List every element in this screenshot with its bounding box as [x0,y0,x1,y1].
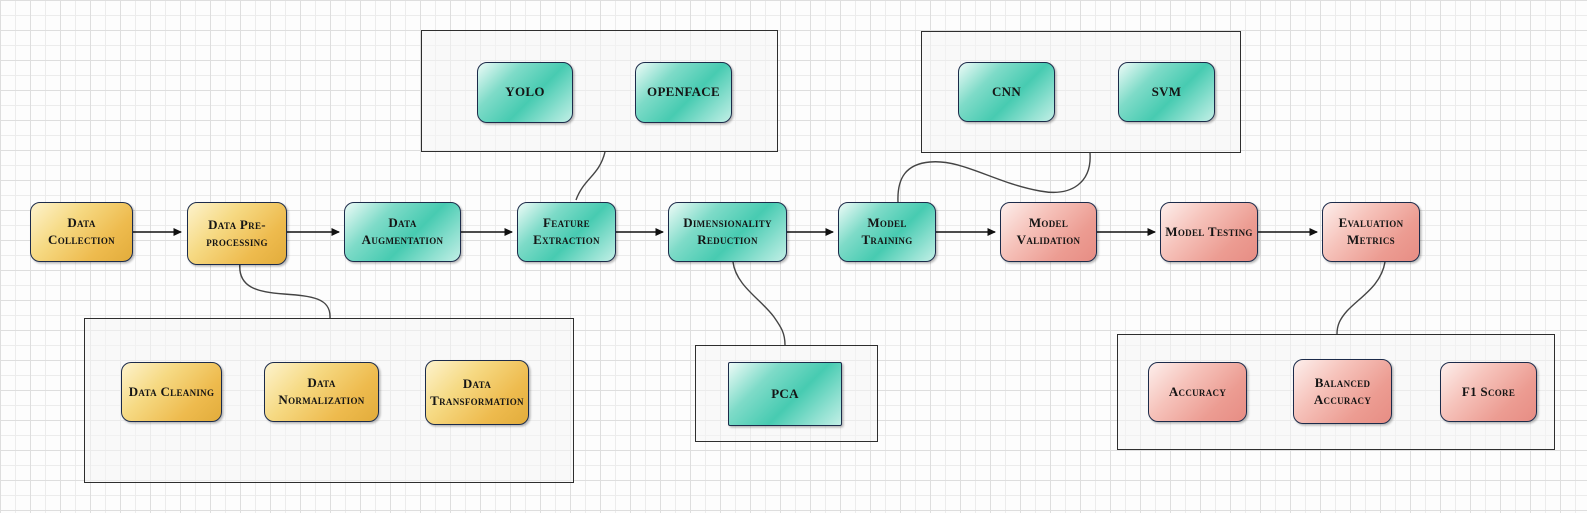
node-model-training[interactable]: Model Training [838,202,936,262]
node-evaluation-metrics[interactable]: Evaluation Metrics [1322,202,1420,262]
node-label: Data Augmentation [361,215,444,247]
node-label: SVM [1151,83,1182,99]
node-yolo[interactable]: YOLO [477,62,573,123]
node-label: Balanced Accuracy [1313,374,1372,407]
node-label: Evaluation Metrics [1338,215,1404,247]
node-data-collection[interactable]: Data Collection [30,202,133,262]
node-balanced-accuracy[interactable]: Balanced Accuracy [1293,359,1392,424]
node-label: Dimensionality Reduction [683,215,772,247]
node-data-normalization[interactable]: Data Normalization [264,362,379,422]
node-data-preprocessing[interactable]: Data Pre-processing [187,202,287,265]
node-svm[interactable]: SVM [1118,62,1215,122]
node-pca[interactable]: PCA [728,362,842,426]
node-label: Data Normalization [278,375,365,407]
node-label: Data Cleaning [128,383,215,399]
node-model-validation[interactable]: Model Validation [1000,202,1097,262]
node-label: CNN [991,83,1022,99]
node-data-transformation[interactable]: Data Transformation [425,360,529,425]
node-label: F1 Score [1461,383,1516,399]
node-label: Data Transformation [430,375,524,408]
node-label: OPENFACE [647,84,720,100]
node-feature-extraction[interactable]: Feature Extraction [517,202,616,262]
node-label: YOLO [505,84,545,100]
node-label: Data Collection [48,215,115,247]
node-model-testing[interactable]: Model Testing [1160,202,1258,262]
node-label: Feature Extraction [533,215,600,247]
node-label: Data Pre-processing [206,216,268,249]
node-label: Accuracy [1168,383,1227,399]
node-f1-score[interactable]: F1 Score [1440,362,1537,422]
node-cnn[interactable]: CNN [958,62,1055,122]
node-label: PCA [771,385,799,401]
node-label: Model Training [861,215,913,247]
node-data-augmentation[interactable]: Data Augmentation [344,202,461,262]
node-openface[interactable]: OPENFACE [635,62,732,123]
node-label: Model Testing [1165,223,1253,239]
node-accuracy[interactable]: Accuracy [1148,362,1247,422]
node-label: Model Validation [1016,215,1081,247]
node-dimensionality-reduction[interactable]: Dimensionality Reduction [668,202,787,262]
node-data-cleaning[interactable]: Data Cleaning [121,362,222,422]
